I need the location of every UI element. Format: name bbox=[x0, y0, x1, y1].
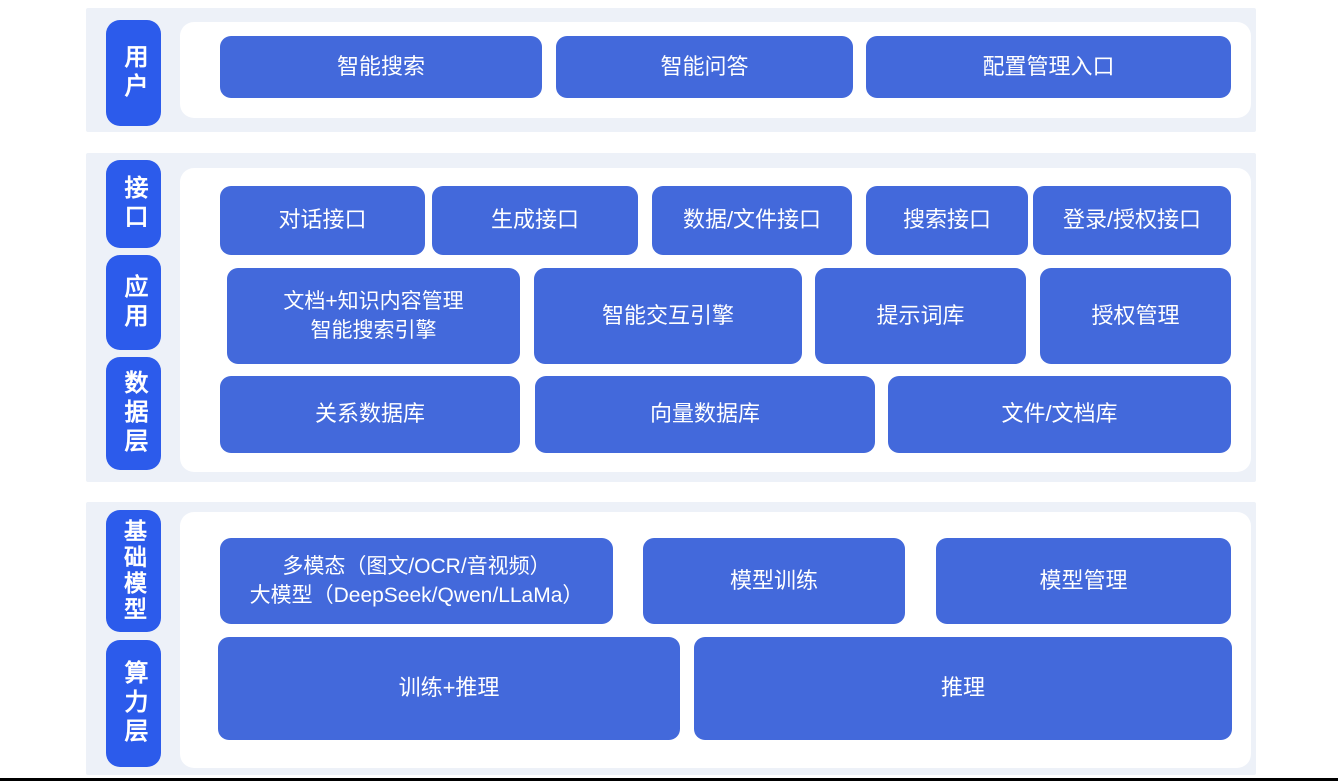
block-smart-search: 智能搜索 bbox=[220, 36, 542, 98]
label-application-layer: 应用 bbox=[106, 255, 161, 350]
label-foundation-model-layer: 基础模型 bbox=[106, 510, 161, 632]
block-doc-knowledge-search-engine: 文档+知识内容管理 智能搜索引擎 bbox=[227, 268, 520, 364]
block-generation-api: 生成接口 bbox=[432, 186, 638, 255]
block-data-file-api: 数据/文件接口 bbox=[652, 186, 852, 255]
block-authorization-management: 授权管理 bbox=[1040, 268, 1231, 364]
label-user-layer: 用户 bbox=[106, 20, 161, 126]
block-intelligent-interaction-engine: 智能交互引擎 bbox=[534, 268, 802, 364]
block-login-auth-api: 登录/授权接口 bbox=[1033, 186, 1231, 255]
block-model-training: 模型训练 bbox=[643, 538, 905, 624]
block-multimodal-large-model: 多模态（图文/OCR/音视频） 大模型（DeepSeek/Qwen/LLaMa） bbox=[220, 538, 613, 624]
block-dialogue-api: 对话接口 bbox=[220, 186, 425, 255]
block-relational-database: 关系数据库 bbox=[220, 376, 520, 453]
block-vector-database: 向量数据库 bbox=[535, 376, 875, 453]
block-search-api: 搜索接口 bbox=[866, 186, 1028, 255]
label-interface-layer: 接口 bbox=[106, 160, 161, 248]
label-data-layer: 数据层 bbox=[106, 357, 161, 470]
block-smart-qa: 智能问答 bbox=[556, 36, 853, 98]
block-file-document-store: 文件/文档库 bbox=[888, 376, 1231, 453]
block-model-management: 模型管理 bbox=[936, 538, 1231, 624]
block-prompt-library: 提示词库 bbox=[815, 268, 1026, 364]
block-training-plus-inference: 训练+推理 bbox=[218, 637, 680, 740]
label-compute-layer: 算力层 bbox=[106, 640, 161, 767]
bottom-edge-rule bbox=[0, 778, 1338, 781]
block-config-management-entry: 配置管理入口 bbox=[866, 36, 1231, 98]
block-inference: 推理 bbox=[694, 637, 1232, 740]
